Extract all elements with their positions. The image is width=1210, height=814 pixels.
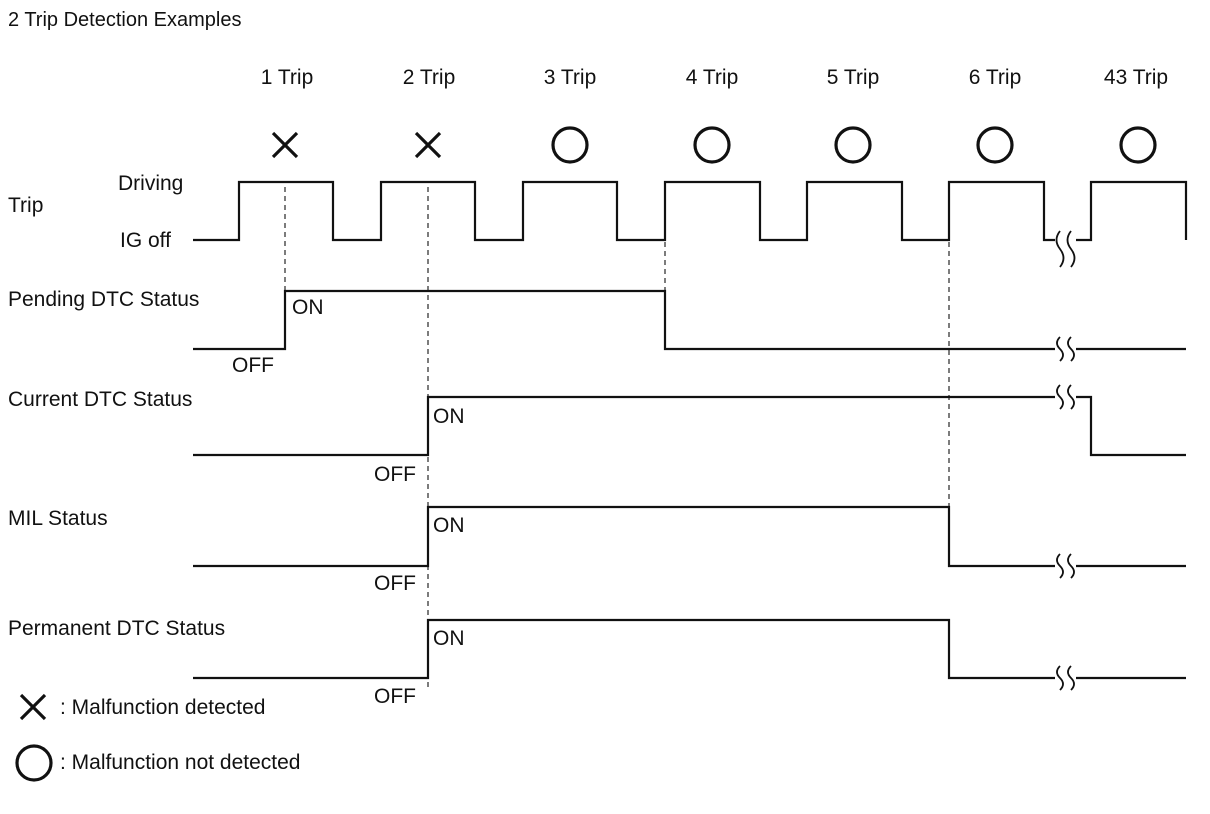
legend: : Malfunction detected : Malfunction not… — [15, 693, 301, 782]
cross-icon — [271, 131, 299, 159]
trip-row-label: Trip — [8, 194, 43, 217]
trip-label-5: 5 Trip — [827, 66, 880, 89]
trip-result-symbols — [271, 126, 1157, 164]
mil-off-label: OFF — [374, 572, 416, 595]
trip-label-43: 43 Trip — [1104, 66, 1168, 89]
time-break-marker-permanent — [1056, 665, 1075, 691]
legend-detected-text: : Malfunction detected — [60, 696, 265, 719]
cross-icon — [19, 693, 47, 721]
current-off-label: OFF — [374, 463, 416, 486]
pending-off-label: OFF — [232, 354, 274, 377]
pending-dtc-label: Pending DTC Status — [8, 288, 199, 311]
circle-icon — [1119, 126, 1157, 164]
circle-icon — [551, 126, 589, 164]
ig-off-label: IG off — [120, 229, 171, 252]
time-break-marker-pending — [1056, 336, 1075, 362]
trip-label-6: 6 Trip — [969, 66, 1022, 89]
permanent-dtc-label: Permanent DTC Status — [8, 617, 225, 640]
time-break-marker-current — [1056, 384, 1075, 410]
circle-icon — [15, 744, 53, 782]
trip-label-4: 4 Trip — [686, 66, 739, 89]
trip-label-1: 1 Trip — [261, 66, 314, 89]
trip-label-2: 2 Trip — [403, 66, 456, 89]
trip-waveform-43 — [1076, 180, 1188, 242]
permanent-off-label: OFF — [374, 685, 416, 708]
circle-icon — [693, 126, 731, 164]
trip-label-3: 3 Trip — [544, 66, 597, 89]
time-break-marker-mil — [1056, 553, 1075, 579]
mil-waveform — [193, 505, 1055, 568]
pending-on-label: ON — [292, 296, 324, 319]
circle-icon — [976, 126, 1014, 164]
permanent-dtc-waveform — [193, 618, 1055, 680]
time-break-marker-trip — [1055, 230, 1076, 268]
circle-icon — [834, 126, 872, 164]
current-on-label: ON — [433, 405, 465, 428]
legend-not-detected-text: : Malfunction not detected — [60, 751, 301, 774]
mil-on-label: ON — [433, 514, 465, 537]
cross-icon — [414, 131, 442, 159]
diagram-title: 2 Trip Detection Examples — [8, 9, 241, 31]
trip-headers: 1 Trip 2 Trip 3 Trip 4 Trip 5 Trip 6 Tri… — [261, 66, 1168, 89]
driving-label: Driving — [118, 172, 183, 195]
current-dtc-tail — [1076, 395, 1186, 457]
trip-waveform — [193, 180, 1055, 242]
mil-status-label: MIL Status — [8, 507, 108, 530]
current-dtc-label: Current DTC Status — [8, 388, 192, 411]
pending-dtc-waveform — [193, 289, 1055, 351]
permanent-on-label: ON — [433, 627, 465, 650]
current-dtc-waveform — [193, 395, 1055, 457]
